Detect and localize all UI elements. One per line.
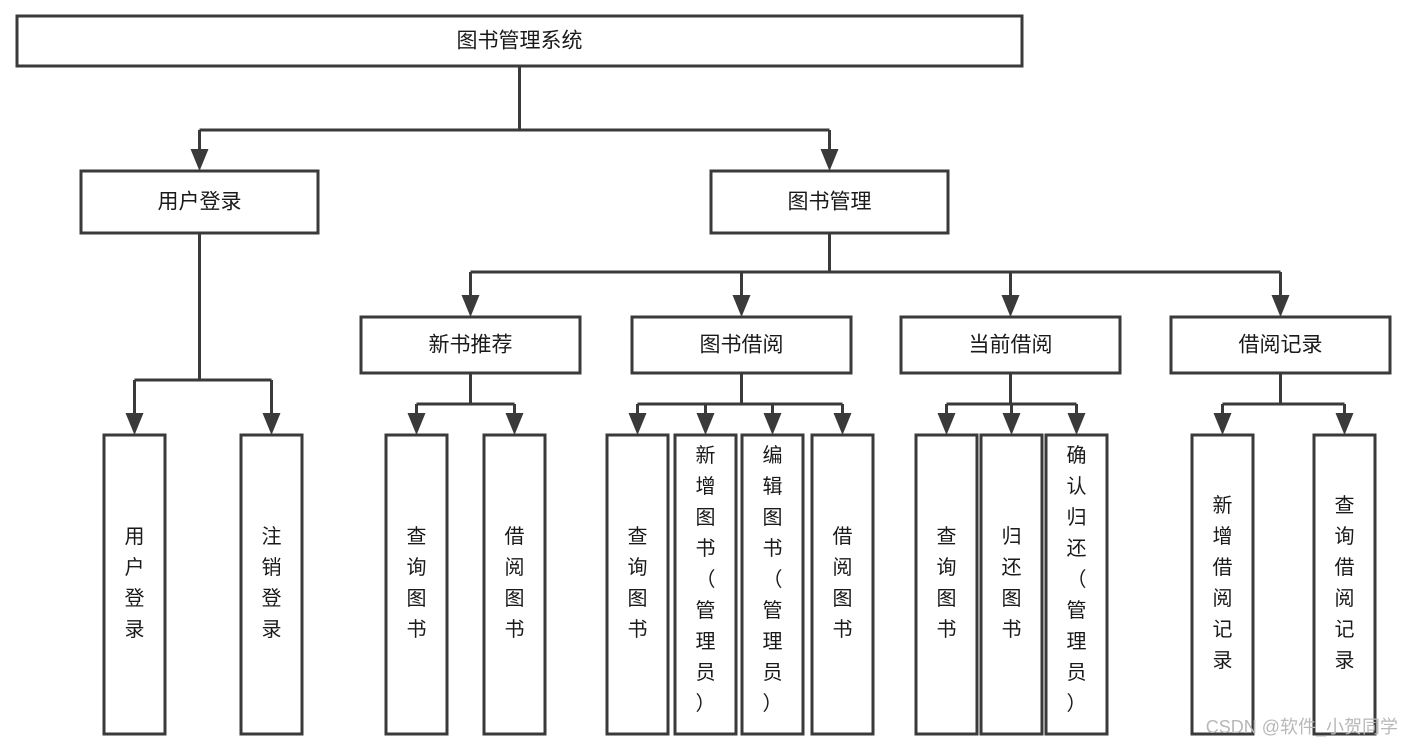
leaf-node-5[interactable]: 新增图书（管理员）: [673, 433, 738, 736]
leaf-node-4-box: [605, 433, 670, 736]
leaf-node-7-label: 借阅图书: [833, 525, 853, 641]
leaf-node-8-label: 查询图书: [937, 525, 957, 641]
newbook-to-leaves-arrow-1: [505, 413, 524, 435]
leaf-node-9[interactable]: 归还图书: [979, 433, 1044, 736]
leaf-node-6[interactable]: 编辑图书（管理员）: [740, 433, 805, 736]
level3-node-1[interactable]: 图书借阅: [630, 315, 853, 375]
leaf-node-12[interactable]: 查询借阅记录: [1312, 433, 1377, 736]
leaf-node-10-box: [1044, 433, 1109, 736]
leaf-node-1-label: 注销登录: [262, 525, 282, 641]
level3-node-0-box: [359, 315, 582, 375]
leaf-node-3[interactable]: 借阅图书: [482, 433, 547, 736]
record-to-leaves-arrow-0: [1213, 413, 1232, 435]
leaf-node-11-box: [1190, 433, 1255, 736]
level2-node-0[interactable]: 用户登录: [79, 169, 320, 235]
leaf-node-8-box: [914, 433, 979, 736]
leaf-node-11-label: 新增借阅记录: [1213, 494, 1233, 672]
current-to-leaves-arrow-0: [937, 413, 956, 435]
leaf-node-0[interactable]: 用户登录: [102, 433, 167, 736]
level3-node-2[interactable]: 当前借阅: [899, 315, 1122, 375]
level3-node-1-box: [630, 315, 853, 375]
level3-node-3[interactable]: 借阅记录: [1169, 315, 1392, 375]
root-to-level2-arrow-0: [190, 149, 209, 171]
leaf-node-9-label: 归还图书: [1002, 525, 1022, 641]
leaf-node-8[interactable]: 查询图书: [914, 433, 979, 736]
level2-node-0-box: [79, 169, 320, 235]
leaf-node-3-box: [482, 433, 547, 736]
csdn-watermark: CSDN @软件_小贺同学: [1206, 717, 1398, 738]
level3-node-2-box: [899, 315, 1122, 375]
leaf-node-0-box: [102, 433, 167, 736]
borrow-to-leaves-arrow-3: [833, 413, 852, 435]
root-to-level2-arrow-1: [820, 149, 839, 171]
newbook-to-leaves-arrow-0: [407, 413, 426, 435]
bookmgmt-to-level3-arrow-1: [732, 295, 751, 317]
record-to-leaves-arrow-1: [1335, 413, 1354, 435]
leaf-node-6-box: [740, 433, 805, 736]
root-node-library-system[interactable]: 图书管理系统: [15, 14, 1024, 68]
leaf-node-10[interactable]: 确认归还（管理员）: [1044, 433, 1109, 736]
level3-node-0-label: 新书推荐: [429, 334, 513, 357]
level2-node-1-box: [709, 169, 950, 235]
leaf-node-7-box: [810, 433, 875, 736]
leaf-node-4[interactable]: 查询图书: [605, 433, 670, 736]
leaf-node-2[interactable]: 查询图书: [384, 433, 449, 736]
leaf-node-5-box: [673, 433, 738, 736]
level2-node-0-label: 用户登录: [158, 191, 242, 214]
leaf-node-4-label: 查询图书: [628, 525, 648, 641]
borrow-to-leaves-arrow-1: [696, 413, 715, 435]
bookmgmt-to-level3-arrow-2: [1001, 295, 1020, 317]
borrow-to-leaves-arrow-0: [628, 413, 647, 435]
level2-node-1-label: 图书管理: [788, 191, 872, 214]
level3-node-2-label: 当前借阅: [969, 334, 1053, 357]
leaf-node-11[interactable]: 新增借阅记录: [1190, 433, 1255, 736]
leaf-node-9-box: [979, 433, 1044, 736]
leaf-node-12-label: 查询借阅记录: [1335, 494, 1355, 672]
leaf-node-7[interactable]: 借阅图书: [810, 433, 875, 736]
bookmgmt-to-level3-arrow-3: [1271, 295, 1290, 317]
level3-node-1-label: 图书借阅: [700, 334, 784, 357]
userlogin-to-leaves-arrow-1: [262, 413, 281, 435]
leaf-node-5-label: 新增图书（管理员）: [696, 444, 716, 715]
leaf-node-12-box: [1312, 433, 1377, 736]
leaf-node-0-label: 用户登录: [125, 526, 145, 641]
current-to-leaves-arrow-2: [1067, 413, 1086, 435]
level2-node-1[interactable]: 图书管理: [709, 169, 950, 235]
bookmgmt-to-level3-arrow-0: [461, 295, 480, 317]
level3-node-3-box: [1169, 315, 1392, 375]
leaf-node-1[interactable]: 注销登录: [239, 433, 304, 736]
root-node-library-system-box: [15, 14, 1024, 68]
node-boxes-layer: 图书管理系统用户登录图书管理新书推荐图书借阅当前借阅借阅记录用户登录注销登录查询…: [15, 14, 1392, 736]
current-to-leaves-arrow-1: [1002, 413, 1021, 435]
leaf-node-2-box: [384, 433, 449, 736]
leaf-node-6-label: 编辑图书（管理员）: [763, 444, 783, 715]
root-node-library-system-label: 图书管理系统: [457, 30, 583, 53]
leaf-node-3-label: 借阅图书: [505, 525, 525, 641]
leaf-node-1-box: [239, 433, 304, 736]
borrow-to-leaves-arrow-2: [763, 413, 782, 435]
leaf-node-2-label: 查询图书: [407, 525, 427, 641]
connector-edges-layer: [125, 66, 1354, 435]
userlogin-to-leaves-arrow-0: [125, 413, 144, 435]
level3-node-0[interactable]: 新书推荐: [359, 315, 582, 375]
leaf-node-10-label: 确认归还（管理员）: [1067, 444, 1087, 715]
level3-node-3-label: 借阅记录: [1239, 334, 1323, 357]
